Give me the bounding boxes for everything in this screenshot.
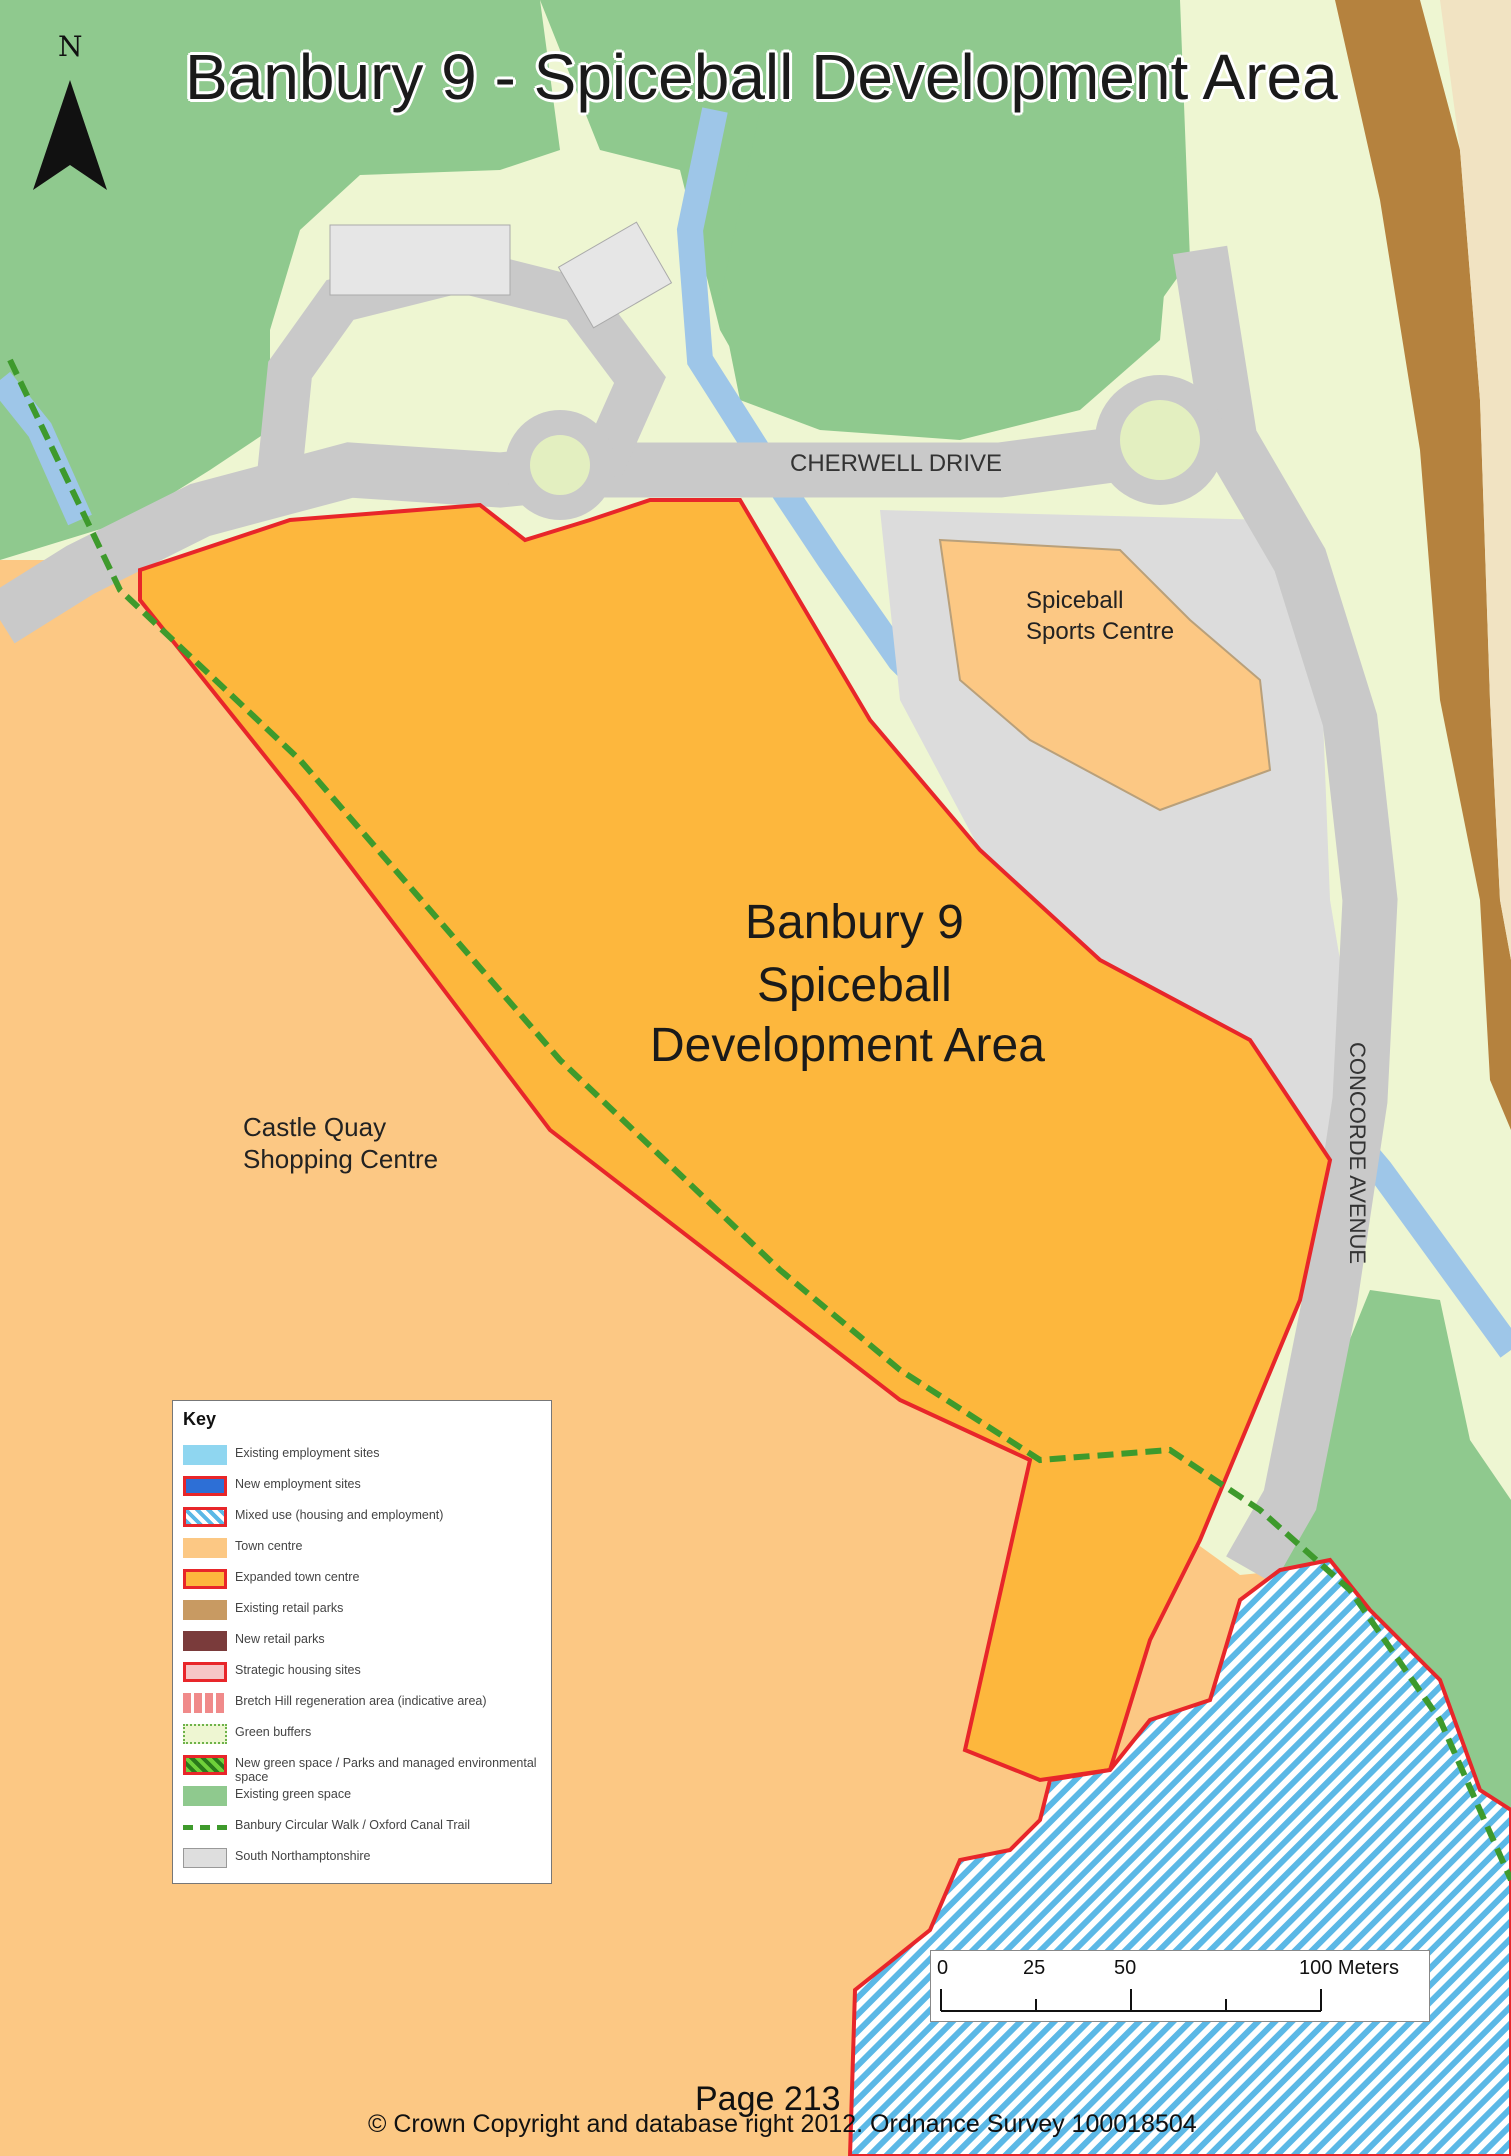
key-item-label: Banbury Circular Walk / Oxford Canal Tra… bbox=[235, 1818, 471, 1832]
scale-tick-0: 0 bbox=[937, 1957, 949, 1979]
scale-tick-100: 100 Meters bbox=[1299, 1957, 1400, 1979]
key-swatch bbox=[183, 1507, 227, 1527]
north-letter: N bbox=[58, 30, 83, 63]
green-space-top bbox=[720, 110, 1180, 440]
key-item: Town centre bbox=[183, 1534, 543, 1560]
key-item-label: Mixed use (housing and employment) bbox=[235, 1508, 444, 1522]
label-castle-quay-2: Shopping Centre bbox=[243, 1144, 439, 1174]
label-cherwell-drive: CHERWELL DRIVE bbox=[790, 450, 1003, 477]
key-item: Banbury Circular Walk / Oxford Canal Tra… bbox=[183, 1813, 543, 1839]
key-item-label: Bretch Hill regeneration area (indicativ… bbox=[235, 1694, 487, 1708]
scale-tick-50: 50 bbox=[1114, 1957, 1137, 1979]
map-title: Banbury 9 - Spiceball Development Area bbox=[185, 41, 1338, 113]
key-swatch bbox=[183, 1569, 227, 1589]
label-sports-centre-2: Sports Centre bbox=[1026, 618, 1175, 645]
roundabout-east-island bbox=[1120, 400, 1200, 480]
key-item: Strategic housing sites bbox=[183, 1658, 543, 1684]
river-west bbox=[0, 371, 92, 526]
key-item-label: Strategic housing sites bbox=[235, 1663, 361, 1677]
key-swatch bbox=[183, 1662, 227, 1682]
key-item-label: New green space / Parks and managed envi… bbox=[235, 1756, 537, 1784]
green-space-northwest bbox=[0, 0, 560, 560]
key-item: Existing retail parks bbox=[183, 1596, 543, 1622]
key-item: South Northamptonshire bbox=[183, 1844, 543, 1870]
label-sports-centre-1: Spiceball bbox=[1026, 587, 1124, 614]
label-site-3: Development Area bbox=[650, 1019, 1045, 1072]
key-item-label: Expanded town centre bbox=[235, 1570, 360, 1584]
page-number: Page 213 bbox=[695, 2080, 841, 2118]
key-swatch bbox=[183, 1786, 227, 1806]
key-swatch bbox=[183, 1848, 227, 1868]
key-item: Existing green space bbox=[183, 1782, 543, 1808]
key-item-label: New employment sites bbox=[235, 1477, 361, 1491]
label-site-2: Spiceball bbox=[757, 959, 952, 1012]
key-item: Bretch Hill regeneration area (indicativ… bbox=[183, 1689, 543, 1715]
scale-bar: 0 25 50 100 Meters bbox=[930, 1950, 1430, 2022]
key-item: New employment sites bbox=[183, 1472, 543, 1498]
building-north bbox=[557, 221, 673, 329]
label-site-1: Banbury 9 bbox=[745, 896, 964, 949]
scale-bar-line bbox=[940, 1989, 1322, 2012]
key-item-label: Existing employment sites bbox=[235, 1446, 380, 1460]
south-northants-strip bbox=[1440, 0, 1511, 960]
key-item-label: New retail parks bbox=[235, 1632, 325, 1646]
sports-centre-building bbox=[938, 538, 1272, 812]
north-arrow-icon bbox=[33, 80, 107, 190]
key-item-label: Green buffers bbox=[235, 1725, 312, 1739]
key-item: Existing employment sites bbox=[183, 1441, 543, 1467]
circular-walk-route bbox=[7, 358, 1511, 1882]
copyright-notice: © Crown Copyright and database right 201… bbox=[368, 2110, 1197, 2138]
key-swatch bbox=[183, 1724, 227, 1744]
development-area-boundary bbox=[138, 498, 1333, 1783]
key-swatch bbox=[183, 1538, 227, 1558]
key-item: Mixed use (housing and employment) bbox=[183, 1503, 543, 1529]
label-concorde-avenue: CONCORDE AVENUE bbox=[1345, 1042, 1370, 1265]
retail-park-east bbox=[1335, 0, 1511, 1130]
key-swatch bbox=[183, 1631, 227, 1651]
key-item-label: Existing green space bbox=[235, 1787, 352, 1801]
key-item: New green space / Parks and managed envi… bbox=[183, 1751, 543, 1784]
roundabout-west-island bbox=[530, 435, 590, 495]
key-item: Green buffers bbox=[183, 1720, 543, 1746]
key-item: New retail parks bbox=[183, 1627, 543, 1653]
key-item: Expanded town centre bbox=[183, 1565, 543, 1591]
label-castle-quay-1: Castle Quay bbox=[243, 1112, 387, 1142]
key-item-label: South Northamptonshire bbox=[235, 1849, 371, 1863]
road-concorde-avenue bbox=[1172, 245, 1398, 1584]
car-park-north bbox=[329, 224, 511, 296]
key-swatch bbox=[183, 1825, 227, 1830]
key-swatch bbox=[183, 1693, 227, 1713]
key-title: Key bbox=[183, 1409, 217, 1429]
key-swatch bbox=[183, 1445, 227, 1465]
key-swatch bbox=[183, 1755, 227, 1775]
key-swatch bbox=[183, 1600, 227, 1620]
key-item-label: Existing retail parks bbox=[235, 1601, 344, 1615]
scale-tick-25: 25 bbox=[1023, 1957, 1046, 1979]
key-swatch bbox=[183, 1476, 227, 1496]
key-item-label: Town centre bbox=[235, 1539, 303, 1553]
